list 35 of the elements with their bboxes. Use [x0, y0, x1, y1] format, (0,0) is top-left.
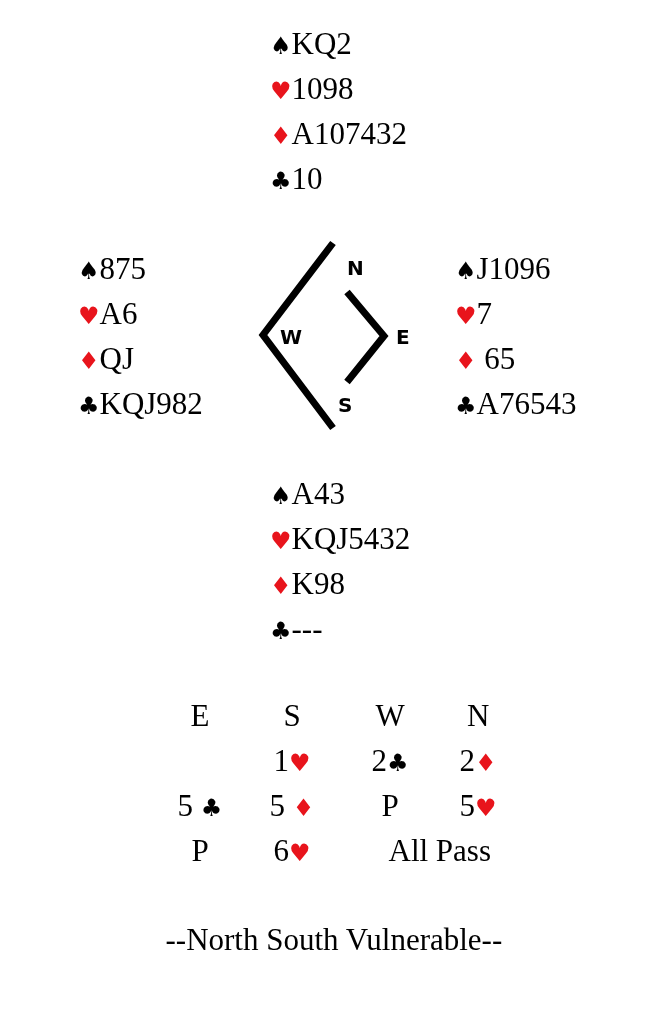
card-holding: ♥A6 — [78, 296, 138, 333]
bid: 1♥ — [273, 743, 311, 780]
card-holding: ♦QJ — [78, 341, 134, 378]
card-holding: ♣A76543 — [455, 386, 577, 423]
card-holding: ♠KQ2 — [270, 26, 352, 63]
card-holding: ♥KQJ5432 — [270, 521, 411, 558]
card-holding: ♦K98 — [270, 566, 345, 603]
seat-header: W — [375, 698, 405, 734]
bid: 5♥ — [459, 788, 497, 825]
bid: 5 ♦ — [269, 788, 315, 825]
card-holding: ♥7 — [455, 296, 492, 333]
bid: 5 ♣ — [177, 788, 223, 825]
vulnerability-note: --North South Vulnerable-- — [165, 922, 503, 958]
card-holding: ♣--- — [270, 611, 323, 648]
card-holding: ♦A107432 — [270, 116, 407, 153]
compass-letter: S — [338, 394, 353, 416]
card-holding: ♣KQJ982 — [78, 386, 203, 423]
bid: All Pass — [388, 833, 491, 869]
bid: P — [191, 833, 209, 869]
bid: P — [381, 788, 399, 824]
card-holding: ♥1098 — [270, 71, 354, 108]
card-holding: ♠J1096 — [455, 251, 551, 288]
compass-letter: E — [396, 326, 410, 348]
card-holding: ♦ 65 — [455, 341, 516, 378]
seat-header: N — [467, 698, 490, 734]
seat-header: S — [283, 698, 301, 734]
bid: 6♥ — [273, 833, 311, 870]
card-holding: ♠A43 — [270, 476, 345, 513]
compass-letter: N — [347, 257, 364, 279]
compass-letter: W — [280, 326, 303, 348]
bid: 2♦ — [459, 743, 497, 780]
seat-header: E — [190, 698, 210, 734]
card-holding: ♠875 — [78, 251, 146, 288]
card-holding: ♣10 — [270, 161, 323, 198]
bid: 2♣ — [371, 743, 409, 780]
